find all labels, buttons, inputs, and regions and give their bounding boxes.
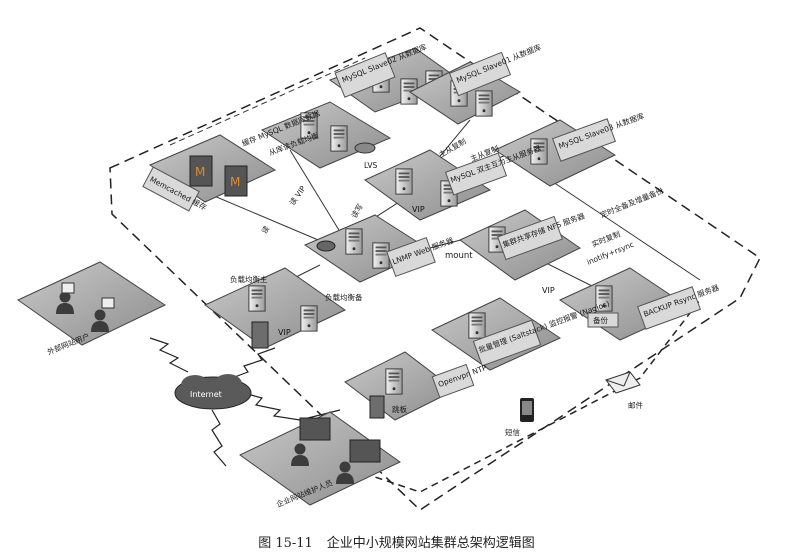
zone-slave03: MySQL Slave03 从数据库	[495, 110, 646, 186]
zone-slave01: MySQL Slave01 从数据库	[410, 41, 543, 124]
zone-lb: VIP 负载均衡主 负载均衡备	[205, 268, 363, 348]
internet-cloud: Internet	[175, 374, 251, 409]
label-read: 读	[259, 223, 272, 235]
link-timed-backup	[550, 180, 700, 280]
architecture-diagram: MySQL Slave02 从数据库 MySQL Slave01 从数据库 从库…	[0, 0, 807, 530]
label-vip-lb: VIP	[278, 328, 291, 337]
label-backup-box: 备份	[593, 315, 608, 325]
memcached-icon: M	[195, 165, 205, 179]
zone-lnmp: LNMP Web 服务器	[305, 215, 455, 282]
zone-mysql-master: VIP MySQL 双主互为主从服务器	[365, 142, 543, 220]
figure-title: 企业中小规模网站集群总架构逻辑图	[327, 536, 535, 551]
label-mail: 邮件	[628, 400, 643, 410]
phone-icon	[520, 398, 534, 422]
zone-openvpn: 跳板 Openvpn NTP	[345, 352, 488, 420]
firewall-icon	[252, 322, 268, 348]
bolt-internal	[212, 410, 226, 466]
label-jump: 跳板	[392, 404, 407, 414]
zone-monitor: 批量管理 (Saltstack) 监控报警 (Nagios)	[432, 298, 611, 370]
zone-internal-users: 企业网站维护人员	[240, 412, 400, 509]
label-sms: 短信	[505, 427, 520, 437]
label-mount: mount	[445, 251, 473, 261]
label-master-slave-1: 主从复制	[437, 136, 468, 160]
label-lb: 负载均衡主	[230, 274, 268, 284]
zone-nfs: 集群共享存储 NFS 服务器 VIP	[460, 210, 586, 295]
zone-memcached: M M Memcached 缓存	[143, 135, 275, 212]
figure-number: 图 15-11	[258, 536, 313, 551]
label-timed-backup: 定时全备及增量备份	[598, 185, 665, 220]
link-read-cache	[200, 190, 330, 245]
zone-external-users: 外部网站用户	[18, 262, 165, 357]
mail-icon	[606, 372, 640, 393]
zone-read-lb: 从库读负载均衡 LVS	[262, 102, 390, 170]
label-write: 读写	[349, 202, 365, 220]
bolt-external	[150, 338, 188, 372]
label-internet: Internet	[190, 390, 222, 399]
firewall-icon	[370, 396, 384, 418]
figure-caption: 图 15-11 企业中小规模网站集群总架构逻辑图	[0, 532, 807, 551]
memcached-icon: M	[230, 175, 240, 189]
bolt-lb	[232, 348, 275, 378]
label-lb-backup: 负载均衡备	[325, 292, 363, 302]
label-lvs: LVS	[364, 161, 377, 170]
label-vip-nfs: VIP	[542, 286, 555, 295]
zone-backup: 备份 BACKUP Rsync 服务器	[560, 268, 721, 340]
label-vip-master: VIP	[412, 205, 425, 214]
label-read-vip: 读 VIP	[287, 183, 308, 207]
